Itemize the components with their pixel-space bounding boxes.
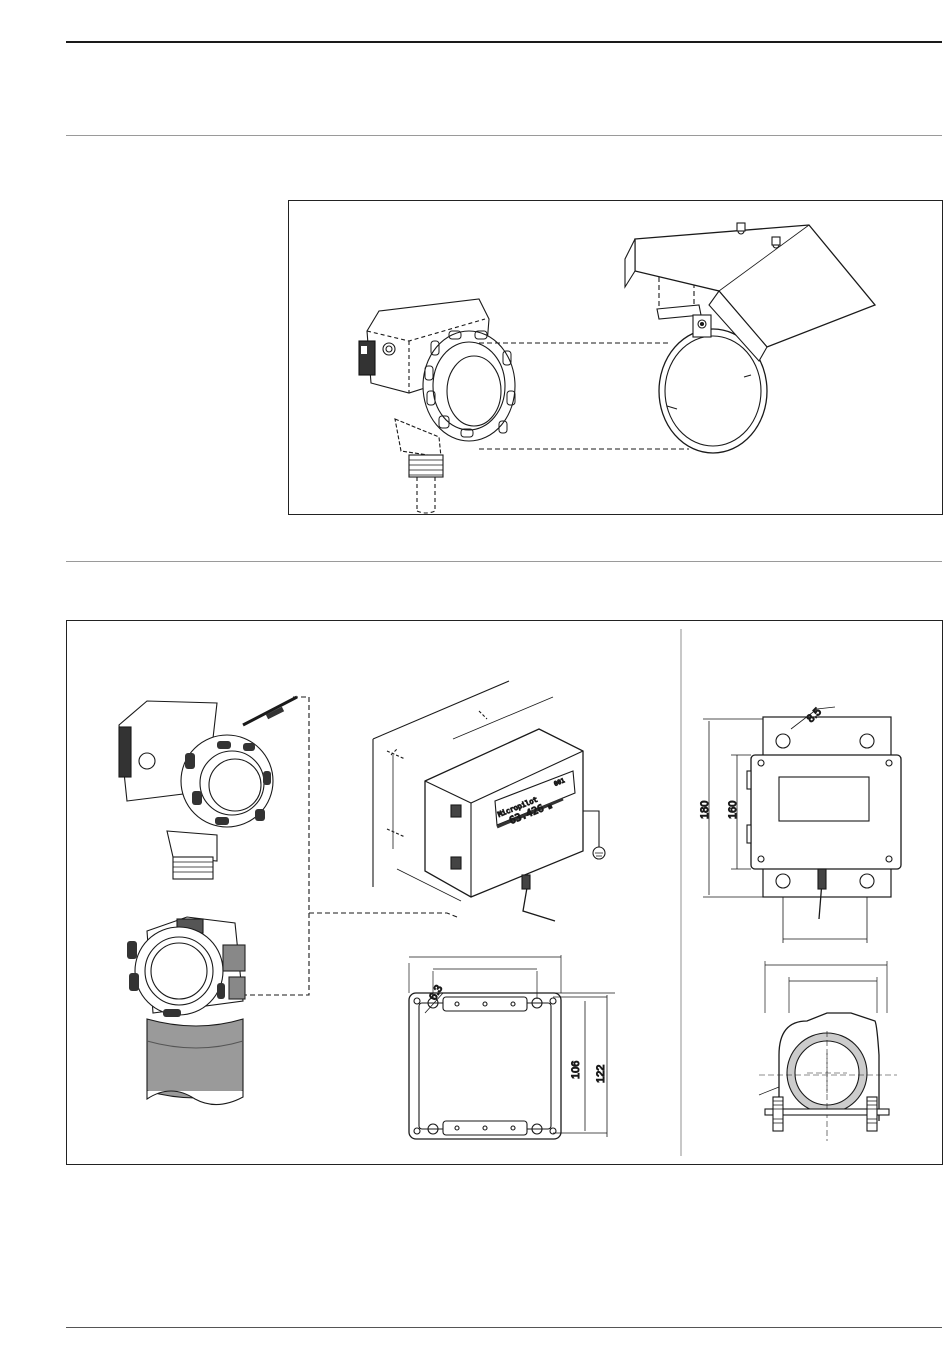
section-divider-1 [66, 135, 942, 136]
remote-display-figure: Micropilot 63.426 m 001 6.3 [66, 620, 943, 1165]
weather-cover-figure [288, 200, 943, 515]
weather-cover-drawing [625, 223, 875, 361]
transmitter-housing-drawing [359, 299, 515, 513]
transmitter-top-drawing [119, 697, 297, 879]
pipe-mount-outer-height-dim: 180 [699, 801, 711, 819]
wall-plate-inner-height-dim: 106 [570, 1061, 582, 1079]
transmitter-bottom-drawing [127, 917, 245, 1105]
pipe-mount-side-drawing [759, 961, 897, 1141]
footer-rule [66, 1327, 942, 1328]
pipe-mount-plate-drawing [703, 707, 901, 943]
wall-plate-drawing [409, 955, 615, 1139]
pipe-mount-inner-height-dim: 160 [727, 801, 739, 819]
remote-display-box-drawing [373, 681, 605, 921]
section-divider-2 [66, 561, 942, 562]
header-rule [66, 41, 942, 43]
wall-plate-outer-height-dim: 122 [595, 1065, 607, 1083]
